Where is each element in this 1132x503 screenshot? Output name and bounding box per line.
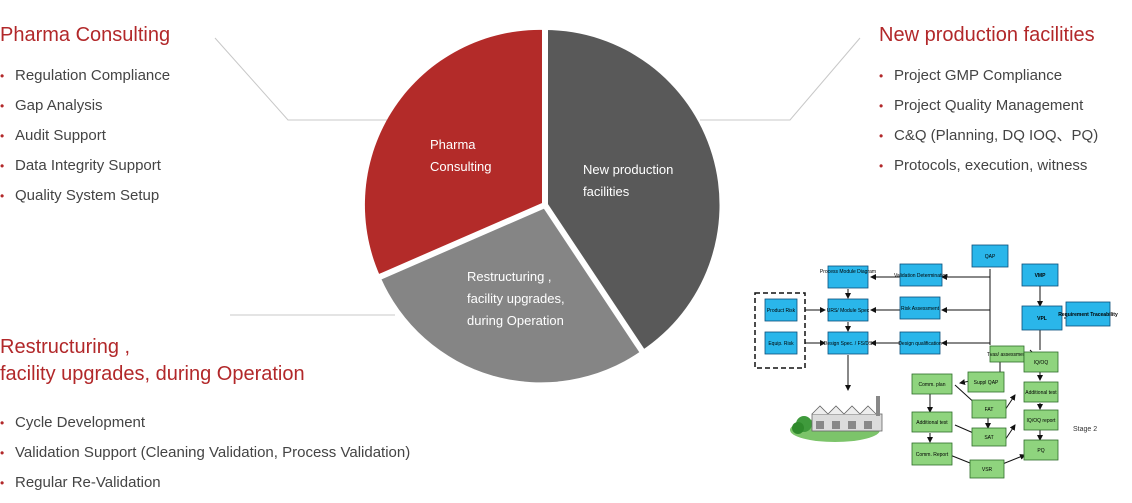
list-item: Project Quality Management	[879, 96, 1098, 126]
restructuring-list: Cycle Development Validation Support (Cl…	[0, 413, 410, 503]
pie-label-line: Consulting	[430, 159, 492, 174]
production-leader-line	[700, 37, 861, 121]
restructuring-title: Restructuring , facility upgrades, durin…	[0, 334, 305, 388]
production-facilities-title: New production facilities	[879, 24, 1095, 46]
list-item: C&Q (Planning, DQ IOQ、PQ)	[879, 126, 1098, 156]
pie-label-production: New production facilities	[583, 159, 673, 203]
list-item: Protocols, execution, witness	[879, 156, 1098, 186]
pharma-consulting-list: Regulation Compliance Gap Analysis Audit…	[0, 66, 170, 216]
pie-label-line: Restructuring ,	[467, 269, 552, 284]
list-item: Audit Support	[0, 126, 170, 156]
pie-separator	[542, 203, 663, 380]
pie-label-pharma: Pharma Consulting	[430, 134, 491, 178]
list-item: Regulation Compliance	[0, 66, 170, 96]
restructuring-title-line: Restructuring ,	[0, 336, 131, 358]
pie-label-restructuring: Restructuring , facility upgrades, durin…	[467, 266, 565, 332]
list-item: Project GMP Compliance	[879, 66, 1098, 96]
pharma-consulting-title: Pharma Consulting	[0, 24, 171, 46]
pie-label-line: New production	[583, 162, 674, 177]
pie-label-line: facilities	[583, 184, 630, 199]
list-item: Data Integrity Support	[0, 156, 170, 186]
list-item: Cycle Development	[0, 413, 410, 443]
pie-label-line: facility upgrades,	[467, 291, 565, 306]
restructuring-title-line: facility upgrades, during Operation	[0, 363, 305, 385]
pie-label-line: during Operation	[467, 313, 564, 328]
list-item: Regular Re-Validation	[0, 473, 410, 503]
list-item: Validation Support (Cleaning Validation,…	[0, 443, 410, 473]
pie-label-line: Pharma	[430, 137, 476, 152]
pie-separator	[366, 202, 547, 285]
pie-slice-pharma-consulting	[364, 29, 545, 276]
pharma-leader-line	[214, 37, 410, 121]
list-item: Quality System Setup	[0, 186, 170, 216]
production-facilities-list: Project GMP Compliance Project Quality M…	[879, 66, 1098, 186]
list-item: Gap Analysis	[0, 96, 170, 126]
